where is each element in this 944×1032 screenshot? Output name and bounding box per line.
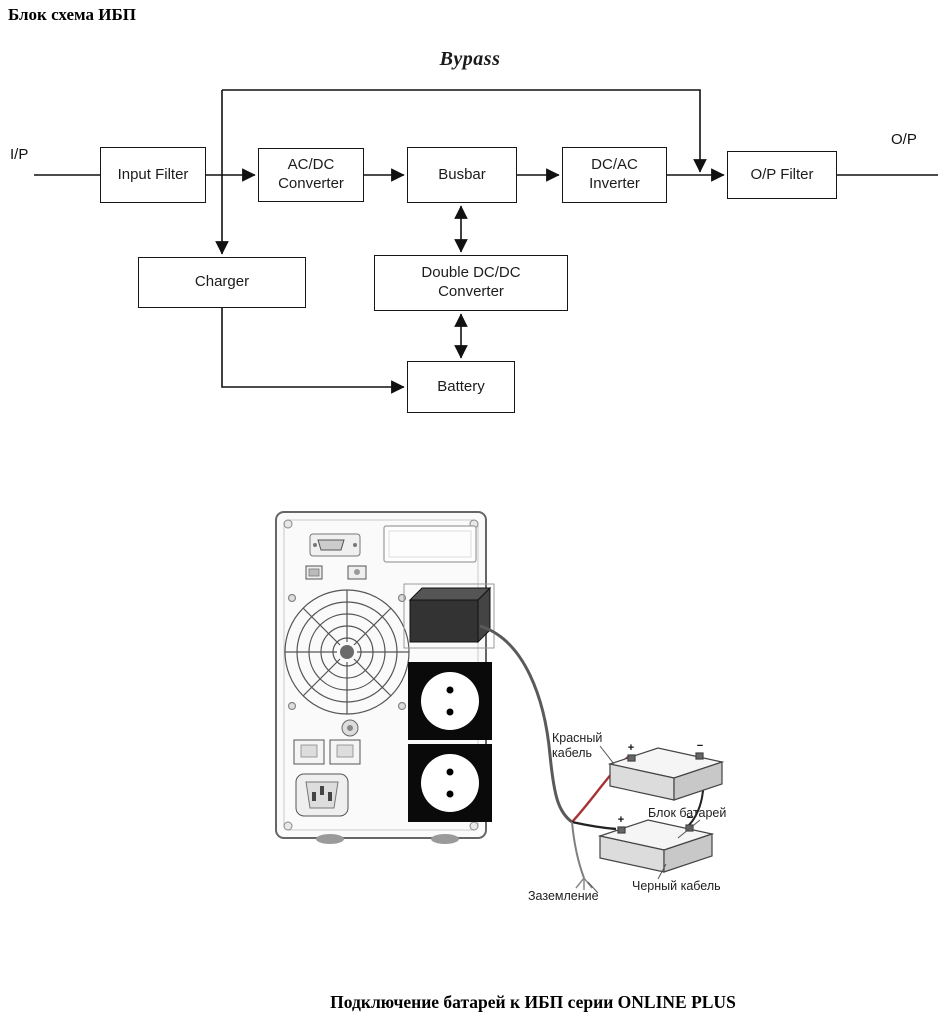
red-cable-label: Красный кабель (552, 731, 603, 760)
bypass-line (222, 89, 707, 173)
block-acdc-converter: AC/DC Converter (258, 148, 364, 202)
block-label: Charger (194, 273, 250, 291)
battery-pack-label: Блок батарей (648, 806, 727, 820)
block-label: Converter (278, 175, 344, 192)
output-label: O/P (891, 131, 917, 148)
block-label: O/P Filter (750, 165, 814, 183)
usb-port-icon (305, 565, 323, 580)
block-double-dcdc-converter: Double DC/DC Converter (374, 255, 568, 311)
block-charger: Charger (138, 257, 306, 308)
terminal-minus-label: − (687, 812, 693, 824)
terminal-minus (695, 752, 704, 760)
block-busbar: Busbar (407, 147, 517, 203)
option-slot (383, 525, 477, 563)
battery-block-bottom: + − (597, 812, 715, 873)
panel-feet (316, 834, 459, 844)
bypass-label: Bypass (439, 48, 501, 70)
block-diagram-lines (34, 89, 938, 394)
block-label: DC/AC (591, 156, 638, 174)
block-label: Busbar (438, 165, 486, 183)
block-label: Converter (438, 283, 504, 300)
battery-block-top: + − (607, 740, 725, 801)
figure-caption: Подключение батарей к ИБП серии ONLINE P… (330, 992, 736, 1012)
corner-screws (283, 519, 479, 831)
terminal-minus-label: − (697, 740, 703, 752)
iec-inlet-icon (295, 773, 349, 817)
ground-label: Заземление (528, 889, 599, 903)
block-label: Double DC/DC (421, 264, 521, 282)
terminal-plus-label: + (618, 814, 624, 826)
cable-bundle (479, 624, 573, 824)
outlet-panel (408, 662, 492, 822)
label-leader-lines (587, 745, 701, 894)
fan-grille-icon (284, 589, 410, 715)
terminal-plus-label: + (628, 742, 634, 754)
aux-port-icon (347, 565, 367, 580)
input-label: I/P (10, 146, 29, 163)
terminal-plus (627, 754, 636, 762)
ground-symbol (575, 877, 593, 890)
block-label: Input Filter (117, 165, 189, 183)
block-input-filter: Input Filter (100, 147, 206, 203)
block-battery: Battery (407, 361, 515, 413)
black-cable (571, 820, 617, 831)
block-op-filter: O/P Filter (727, 151, 837, 199)
arrow-charger-battery (221, 308, 405, 394)
page-title: Блок схема ИБП (8, 5, 136, 24)
rj45-ports (293, 739, 361, 765)
block-label: Inverter (589, 175, 640, 192)
black-cable-label: Черный кабель (632, 879, 721, 893)
block-label: Battery (437, 377, 485, 395)
block-dcac-inverter: DC/AC Inverter (562, 147, 667, 203)
terminal-plus (617, 826, 626, 834)
serial-port-icon (309, 533, 361, 557)
ground-stud-icon (341, 719, 359, 737)
battery-connector (403, 583, 495, 649)
block-label: AC/DC (287, 156, 335, 174)
ups-back-panel (275, 511, 495, 844)
ground-wire (571, 821, 585, 879)
